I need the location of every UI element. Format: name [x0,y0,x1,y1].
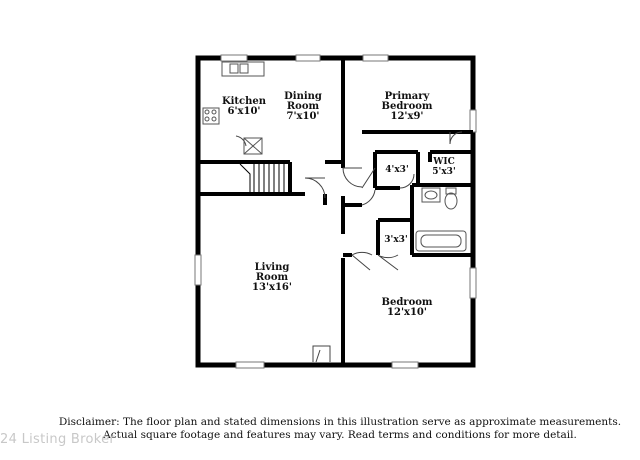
bedroom-dims: 12'x10' [387,307,427,318]
kitchen-name: Kitchen [222,96,267,107]
dining-name-line2: Room [287,101,320,112]
primary-bedroom-dims: 12'x9' [391,111,424,122]
dining-name-line1: Dining [284,91,322,102]
living-room-dims: 13'x16' [252,282,292,293]
bedroom-name: Bedroom [382,297,433,308]
stairs [239,163,285,192]
kitchen-dims: 6'x10' [228,106,261,117]
door-swings [235,131,463,363]
disclaimer: Disclaimer: The floor plan and stated di… [40,416,640,442]
dining-dims: 7'x10' [287,111,320,122]
floor-plan: Kitchen 6'x10' Dining Room 7'x10' Primar… [194,54,477,369]
living-room-name-line1: Living [255,262,290,273]
kitchen-fixtures [202,61,265,155]
disclaimer-line-2: Actual square footage and features may v… [103,429,577,441]
wic-name: WIC [432,157,454,167]
bath-fixtures [415,187,467,252]
closet-3x3-dims: 3'x3' [384,235,407,245]
living-room-name-line2: Room [256,272,289,283]
wic-dims: 5'x3' [432,167,455,177]
interior-walls [198,58,473,365]
disclaimer-line-1: Disclaimer: The floor plan and stated di… [58,416,622,428]
exterior-walls [195,55,476,368]
primary-bedroom-name-line1: Primary [385,91,431,102]
windows [194,54,477,369]
closet-4x3-dims: 4'x3' [385,165,408,175]
primary-bedroom-name-line2: Bedroom [382,101,433,112]
broker-watermark: 24 Listing Broker [0,432,116,447]
